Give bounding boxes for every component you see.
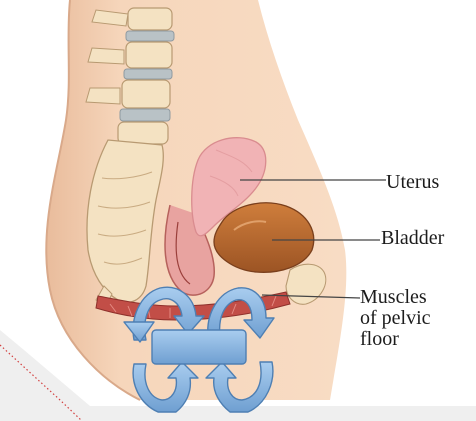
label-muscles-line-3: floor [360,329,431,350]
label-muscles-of-pelvic-floor: Muscles of pelvic floor [360,287,431,350]
rectangle-block-icon [152,330,246,364]
label-bladder: Bladder [381,228,444,249]
label-uterus: Uterus [386,172,439,193]
label-muscles-line-1: Muscles [360,287,431,308]
label-muscles-line-2: of pelvic [360,308,431,329]
